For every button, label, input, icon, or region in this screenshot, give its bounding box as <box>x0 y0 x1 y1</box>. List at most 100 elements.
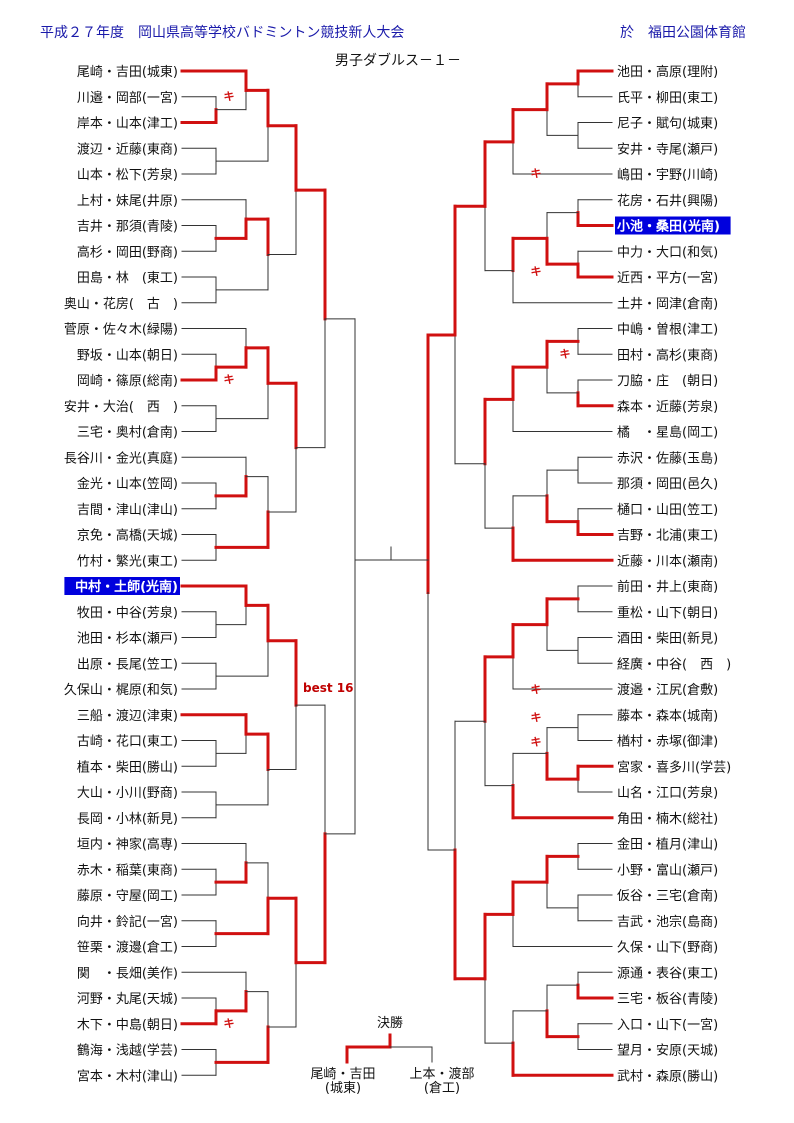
left-player-name: 関 ・長畑(美作) <box>77 966 178 981</box>
right-player-name: 角田・楠木(総社) <box>617 811 718 827</box>
left-player-name: 三宅・奥村(倉南) <box>77 425 178 441</box>
right-player-name: 望月・安原(天城) <box>617 1043 718 1059</box>
left-highlight-box <box>64 577 180 595</box>
right-player-name: 小野・富山(瀬戸) <box>617 862 718 878</box>
left-player-name: 木下・中島(朝日) <box>77 1018 178 1033</box>
right-player-name: 樋口・山田(笠工) <box>617 502 718 518</box>
right-player-name: 近西・平方(一宮) <box>617 270 718 286</box>
retire-mark: キ <box>224 90 235 103</box>
left-player-name: 河野・丸尾(天城) <box>77 992 178 1007</box>
left-player-name: 古崎・花口(東工) <box>77 734 178 750</box>
right-player-name: 入口・山下(一宮) <box>617 1017 718 1033</box>
right-player-name: 花房・石井(興陽) <box>617 193 718 209</box>
retire-mark: キ <box>224 373 235 386</box>
left-player-name: 藤原・守屋(岡工) <box>77 889 178 904</box>
final-label: 決勝 <box>377 1016 403 1031</box>
left-player-name: 安井・大治( 西 ) <box>64 400 178 415</box>
left-player-name: 宮本・木村(津山) <box>77 1068 178 1084</box>
page-title: 平成２７年度 岡山県高等学校バドミントン競技新人大会 <box>40 25 405 41</box>
right-player-name: 仮谷・三宅(倉南) <box>617 888 718 904</box>
retire-mark: キ <box>224 1017 235 1030</box>
left-player-name: 奥山・花房( 古 ) <box>64 296 178 312</box>
retire-mark: キ <box>531 265 542 278</box>
left-player-name: 笹栗・渡邊(倉工) <box>77 940 178 956</box>
right-player-name: 赤沢・佐藤(玉島) <box>617 451 718 466</box>
right-player-name: 久保・山下(野商) <box>617 941 718 956</box>
right-player-name: 源通・表谷(東工) <box>617 965 718 981</box>
right-player-name: 酒田・柴田(新見) <box>617 631 718 647</box>
right-player-name: 土井・岡津(倉南) <box>617 296 718 312</box>
left-player-name: 池田・杉本(瀬戸) <box>77 632 178 647</box>
best16-label: best 16 <box>303 681 353 695</box>
retire-mark: キ <box>531 736 542 749</box>
right-player-name: 経廣・中谷( 西 ) <box>617 657 731 672</box>
left-player-name: 出原・長尾(笠工) <box>77 657 178 672</box>
event-title: 男子ダブルス－１－ <box>335 53 461 69</box>
right-player-name: 嶋田・宇野(川崎) <box>617 168 718 183</box>
left-player-name: 川邉・岡部(一宮) <box>77 90 178 106</box>
right-player-name: 中力・大口(和気) <box>617 244 718 260</box>
right-player-name: 氏平・柳田(東工) <box>617 90 718 106</box>
left-player-name: 赤木・稲葉(東商) <box>77 862 178 878</box>
right-player-name: 近藤・川本(瀬南) <box>617 553 718 569</box>
right-player-name: 池田・高原(理附) <box>617 64 718 80</box>
right-player-name: 金田・植月(津山) <box>617 837 718 853</box>
left-player-name: 三船・渡辺(津東) <box>77 708 178 724</box>
left-player-name: 長岡・小林(新見) <box>77 811 178 827</box>
left-player-name: 金光・山本(笠岡) <box>77 476 178 492</box>
final-left-name: 尾崎・吉田 <box>310 1067 375 1082</box>
venue-label: 於 福田公園体育館 <box>620 25 746 41</box>
right-player-name: 藤本・森本(城南) <box>617 708 718 724</box>
left-player-name: 菅原・佐々木(緑陽) <box>64 323 178 338</box>
retire-mark: キ <box>531 683 542 696</box>
right-player-name: 安井・寺尾(瀬戸) <box>617 142 718 157</box>
left-player-name: 久保山・梶原(和気) <box>64 682 178 698</box>
left-player-name: 吉井・那須(青陵) <box>77 220 178 235</box>
right-player-name: 田村・高杉(東商) <box>617 347 718 363</box>
left-player-name: 牧田・中谷(芳泉) <box>77 605 178 621</box>
left-player-name: 吉間・津山(津山) <box>77 503 178 518</box>
left-player-name: 植本・柴田(勝山) <box>77 760 178 775</box>
left-player-name: 上村・妹尾(井原) <box>77 194 178 209</box>
right-player-name: 吉武・池宗(島商) <box>617 914 718 930</box>
left-player-name: 大山・小川(野商) <box>77 786 178 801</box>
right-player-name: 三宅・板谷(青陵) <box>617 992 718 1007</box>
right-player-name: 宮家・喜多川(学芸) <box>617 759 731 775</box>
left-player-name: 渡辺・近藤(東商) <box>77 141 178 157</box>
left-player-name: 京免・高橋(天城) <box>77 528 178 544</box>
left-player-name: 岸本・山本(津工) <box>77 117 178 132</box>
retire-mark: キ <box>531 711 542 724</box>
left-player-name: 長谷川・金光(真庭) <box>64 450 178 466</box>
right-player-name: 森本・近藤(芳泉) <box>617 399 718 415</box>
left-player-name: 向井・鈴記(一宮) <box>77 914 178 930</box>
left-player-name: 田島・林 (東工) <box>77 270 178 286</box>
right-player-name: 吉野・北浦(東工) <box>617 528 718 544</box>
right-player-name: 山名・江口(芳泉) <box>617 785 718 801</box>
left-player-name: 垣内・神家(高専) <box>77 837 178 853</box>
retire-mark: キ <box>560 347 571 360</box>
right-player-name: 渡邉・江尻(倉敷) <box>617 682 718 698</box>
left-player-name: 山本・松下(芳泉) <box>77 167 178 183</box>
right-player-name: 楢村・赤塚(御津) <box>617 735 718 750</box>
left-player-name: 尾崎・吉田(城東) <box>77 64 178 80</box>
right-player-name: 武村・森原(勝山) <box>617 1069 718 1084</box>
left-player-name: 鶴海・浅越(学芸) <box>77 1043 178 1059</box>
left-player-name: 竹村・繁光(東工) <box>77 553 178 569</box>
right-player-name: 橘 ・星島(岡工) <box>617 425 718 441</box>
right-highlight-box <box>615 216 731 235</box>
left-player-name: 岡崎・篠原(総南) <box>77 373 178 389</box>
right-player-name: 中嶋・曽根(津工) <box>617 323 718 338</box>
right-player-name: 前田・井上(東商) <box>617 579 718 595</box>
left-player-name: 野坂・山本(朝日) <box>77 348 178 363</box>
right-player-name: 小池・桑田(光南) <box>617 219 720 235</box>
left-player-name: 高杉・岡田(野商) <box>77 244 178 260</box>
right-player-name: 那須・岡田(邑久) <box>617 477 718 492</box>
final-right-school: (倉工) <box>424 1081 460 1096</box>
right-player-name: 重松・山下(朝日) <box>617 605 718 621</box>
left-player-name: 中村・土師(光南) <box>75 579 178 595</box>
right-player-name: 刀脇・庄 (朝日) <box>617 373 718 389</box>
right-player-name: 尼子・賦句(城東) <box>617 116 718 132</box>
final-right-name: 上本・渡部 <box>409 1066 474 1082</box>
final-left-school: (城東) <box>325 1080 361 1096</box>
